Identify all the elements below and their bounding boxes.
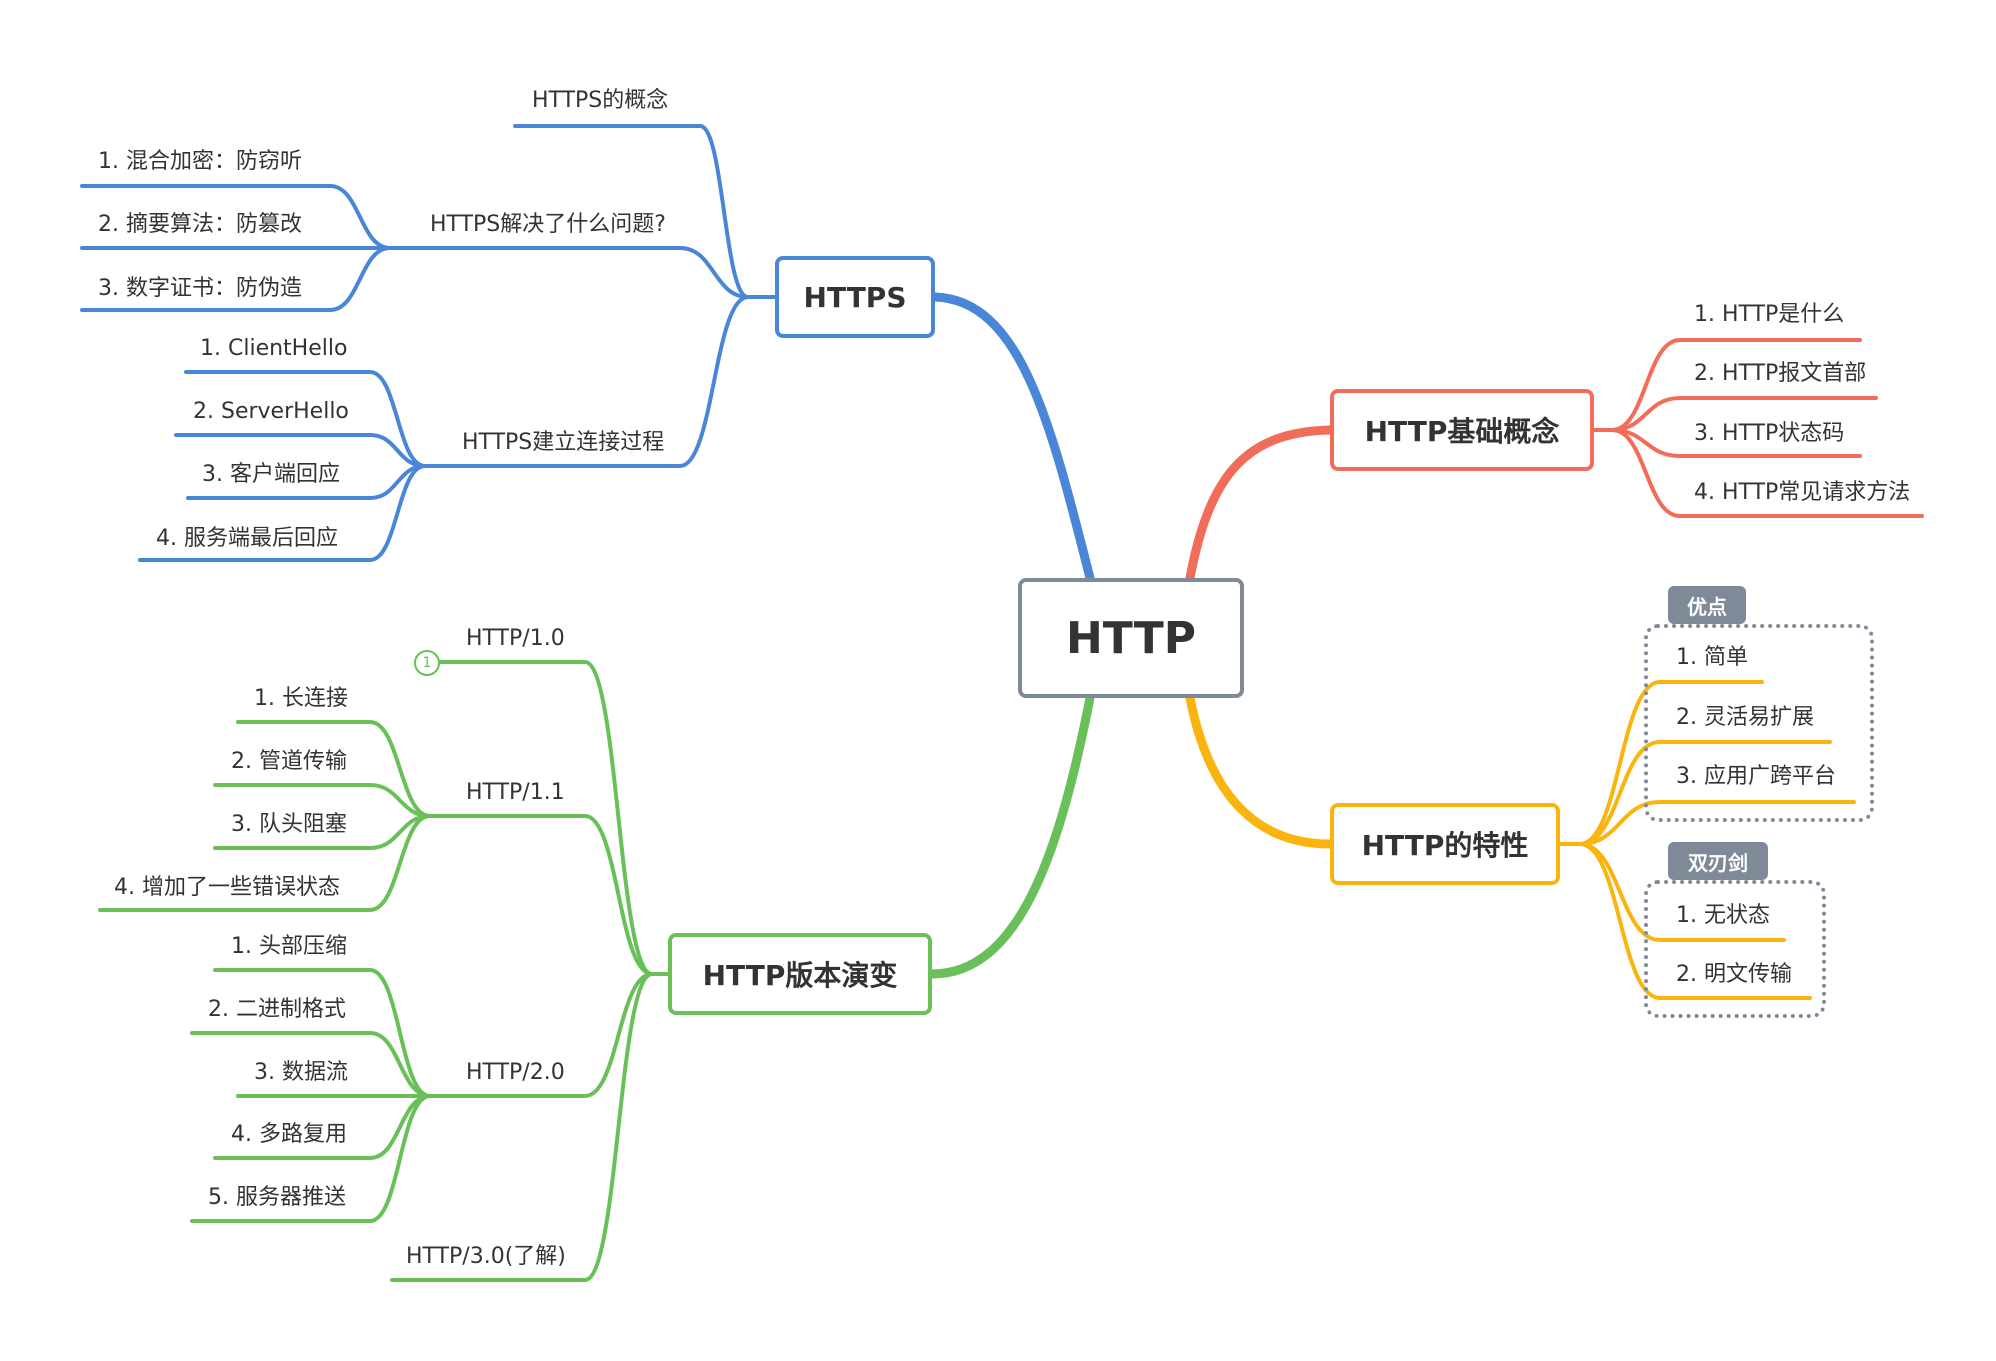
edge-handshake-item	[368, 464, 427, 562]
edge-basic-item	[1610, 338, 1682, 432]
edge-http20-item	[368, 968, 432, 1098]
http20-item[interactable]: 5. 服务器推送	[208, 1185, 346, 1210]
edge-http30	[583, 972, 654, 1282]
edge-center-to-basic	[1185, 425, 1335, 583]
https-concept-label[interactable]: HTTPS的概念	[532, 88, 669, 113]
edge-https-handshake	[678, 295, 750, 468]
center-node[interactable]: HTTP	[1018, 578, 1244, 698]
pros-item[interactable]: 3. 应用广跨平台	[1676, 764, 1836, 789]
edge-http11-item	[368, 814, 432, 912]
edge-center-to-features	[1185, 693, 1335, 849]
http20-item[interactable]: 1. 头部压缩	[231, 934, 347, 959]
double-edged-group	[1644, 880, 1826, 1018]
http30-label[interactable]: HTTP/3.0(了解)	[406, 1244, 566, 1269]
basic-item[interactable]: 2. HTTP报文首部	[1694, 361, 1867, 386]
pros-tag: 优点	[1668, 586, 1746, 624]
edge-http20-item	[368, 1094, 432, 1223]
https-node-label: HTTPS	[803, 280, 907, 314]
http10-numbered-marker[interactable]: 1	[414, 650, 440, 676]
edge-center-to-versions	[927, 693, 1095, 979]
basic-item[interactable]: 4. HTTP常见请求方法	[1694, 480, 1911, 505]
edge-http20-item	[368, 1094, 432, 1160]
edge-basic-item	[1610, 428, 1682, 518]
edge-solves-item	[328, 246, 392, 312]
edge-http11-item	[368, 720, 432, 818]
pros-item[interactable]: 2. 灵活易扩展	[1676, 705, 1814, 730]
edge-center-to-https	[930, 292, 1095, 583]
edge-https-concept	[698, 124, 750, 299]
http20-label[interactable]: HTTP/2.0	[466, 1060, 565, 1085]
https-handshake-item[interactable]: 1. ClientHello	[200, 336, 348, 361]
double-edged-tag: 双刃剑	[1668, 842, 1768, 880]
edge-http10	[583, 660, 654, 976]
basic-item[interactable]: 1. HTTP是什么	[1694, 302, 1845, 327]
features-node[interactable]: HTTP的特性	[1330, 803, 1560, 885]
http11-item[interactable]: 4. 增加了一些错误状态	[114, 875, 340, 900]
https-handshake-label[interactable]: HTTPS建立连接过程	[462, 430, 665, 455]
https-solves-item[interactable]: 3. 数字证书：防伪造	[98, 276, 302, 301]
pros-group	[1644, 624, 1874, 822]
https-handshake-item[interactable]: 2. ServerHello	[193, 399, 349, 424]
edge-handshake-item	[368, 370, 427, 468]
http11-item[interactable]: 2. 管道传输	[231, 749, 347, 774]
http11-label[interactable]: HTTP/1.1	[466, 780, 565, 805]
http11-item[interactable]: 1. 长连接	[254, 686, 348, 711]
edge-http20	[583, 972, 654, 1098]
versions-node[interactable]: HTTP版本演变	[668, 933, 932, 1015]
edge-solves-item	[328, 184, 392, 250]
versions-node-label: HTTP版本演变	[702, 959, 898, 992]
features-node-label: HTTP的特性	[1361, 829, 1529, 862]
http11-item[interactable]: 3. 队头阻塞	[231, 812, 347, 837]
pros-item[interactable]: 1. 简单	[1676, 645, 1748, 670]
https-node[interactable]: HTTPS	[775, 256, 935, 338]
https-solves-item[interactable]: 1. 混合加密：防窃听	[98, 149, 302, 174]
https-solves-item[interactable]: 2. 摘要算法：防篡改	[98, 212, 302, 237]
http20-item[interactable]: 3. 数据流	[254, 1060, 348, 1085]
center-node-label: HTTP	[1065, 612, 1197, 664]
edge-http11	[583, 814, 654, 976]
double-edged-item[interactable]: 1. 无状态	[1676, 903, 1770, 928]
edge-http20-item	[368, 1031, 432, 1098]
http20-item[interactable]: 2. 二进制格式	[208, 997, 346, 1022]
edge-https-solves	[678, 246, 750, 299]
https-handshake-item[interactable]: 3. 客户端回应	[202, 462, 340, 487]
edge-features-item	[1578, 800, 1662, 846]
basic-item[interactable]: 3. HTTP状态码	[1694, 421, 1845, 446]
http10-label[interactable]: HTTP/1.0	[466, 626, 565, 651]
basic-concepts-node-label: HTTP基础概念	[1364, 415, 1560, 448]
basic-concepts-node[interactable]: HTTP基础概念	[1330, 389, 1594, 471]
double-edged-item[interactable]: 2. 明文传输	[1676, 962, 1792, 987]
https-solves-label[interactable]: HTTPS解决了什么问题?	[430, 212, 666, 237]
http20-item[interactable]: 4. 多路复用	[231, 1122, 347, 1147]
https-handshake-item[interactable]: 4. 服务端最后回应	[156, 526, 338, 551]
